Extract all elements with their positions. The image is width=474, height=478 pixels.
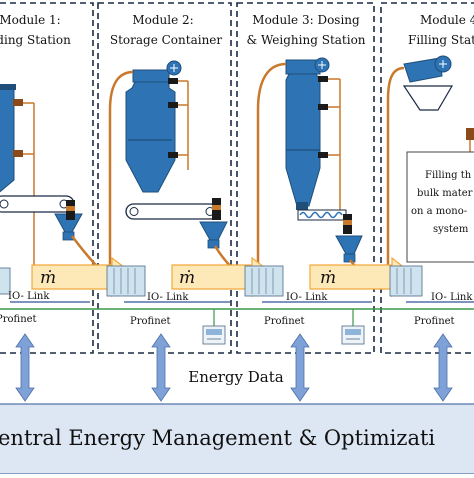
energy-data-arrow-1 — [15, 333, 35, 402]
filling-note-line4: system — [433, 224, 469, 235]
module-4-box — [380, 2, 474, 354]
energy-data-arrow-2 — [151, 333, 171, 402]
plc-module-4 — [389, 265, 423, 297]
module-2-container — [125, 60, 182, 193]
module-2-hopper — [199, 198, 228, 249]
filling-note-line3: on a mono- — [411, 206, 467, 217]
module-2-supply-pipe — [108, 70, 134, 278]
plc-module-2 — [106, 265, 146, 297]
module-2-box — [97, 2, 232, 354]
module-3-weigher — [285, 57, 330, 207]
module-1-silo — [0, 84, 16, 193]
plc-module-1 — [0, 267, 11, 295]
profinet-label-1: Profinet — [0, 314, 37, 325]
module-1-sensors — [13, 99, 35, 270]
filling-note-box — [406, 151, 474, 263]
module-4-title-line1: Module 4 — [420, 13, 474, 27]
module-3-supply-pipe — [256, 62, 287, 280]
filling-note-line1: Filling th — [425, 170, 472, 181]
module-3-box — [236, 2, 375, 354]
plc-module-3 — [244, 265, 284, 297]
io-link-label-1: IO- Link — [8, 291, 50, 302]
module-1-hopper — [54, 200, 83, 241]
module-3-hopper — [335, 214, 363, 263]
module-2-title-line2: Storage Container — [110, 33, 223, 47]
module-1-title-line2: ading Station — [0, 33, 71, 47]
module-2-title-line1: Module 2: — [132, 13, 193, 27]
energy-data-arrow-3 — [290, 333, 310, 402]
filling-note-line2: bulk mater — [417, 188, 473, 199]
module-3-title-line2: & Weighing Station — [246, 33, 365, 47]
module-4-supply-pipe — [386, 66, 405, 280]
central-energy-management-title: entral Energy Management & Optimizati — [0, 426, 435, 450]
profinet-label-4: Profinet — [414, 316, 455, 327]
module-1-conveyor — [0, 195, 75, 213]
module-3-screw-feeder — [296, 202, 347, 221]
module-1-title-line1: Module 1: — [0, 13, 61, 27]
io-link-label-2: IO- Link — [147, 292, 189, 303]
module-4-title-line2: Filling Stat — [408, 33, 474, 47]
profinet-label-2: Profinet — [130, 316, 171, 327]
mass-flow-label-1: ṁ — [40, 268, 56, 288]
module-3-title-line1: Module 3: Dosing — [252, 13, 360, 27]
module-4-sensor — [466, 128, 474, 140]
io-link-label-3: IO- Link — [286, 292, 328, 303]
module-2-sensors — [168, 78, 189, 170]
mass-flow-label-2: ṁ — [179, 268, 195, 288]
module-3-sensors — [318, 76, 341, 215]
profinet-label-3: Profinet — [264, 316, 305, 327]
energy-meter-icon-2 — [202, 325, 226, 345]
energy-data-arrow-4 — [433, 333, 453, 402]
io-link-label-4: IO- Link — [431, 292, 473, 303]
module-4-filling-unit — [402, 55, 454, 111]
module-2-conveyor — [125, 203, 219, 220]
energy-data-label: Energy Data — [188, 368, 283, 386]
mass-flow-label-3: ṁ — [320, 268, 336, 288]
energy-meter-icon-3 — [341, 325, 365, 345]
